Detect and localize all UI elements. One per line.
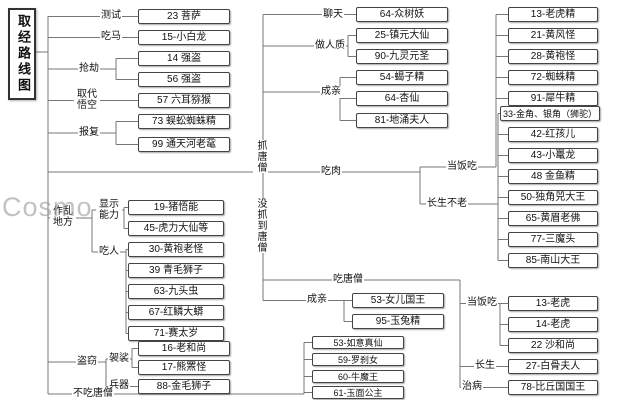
node-90[interactable]: 90-九灵元圣 <box>356 49 448 64</box>
label-chat: 聊天 <box>322 9 344 21</box>
node-14[interactable]: 14 强盗 <box>138 51 230 66</box>
node-64b[interactable]: 64-杏仙 <box>356 91 448 106</box>
label-caught-tang: 抓唐僧 <box>253 140 268 173</box>
node-16[interactable]: 16-老和尚 <box>138 341 230 356</box>
node-33[interactable]: 33-金角、银角（狮驼） <box>500 106 600 121</box>
node-60[interactable]: 60-牛魔王 <box>312 370 404 383</box>
label-theft: 盗窃 <box>76 356 98 368</box>
node-73[interactable]: 73 蜈蚣蜘蛛精 <box>138 114 230 129</box>
node-67[interactable]: 67-红鳞大蟒 <box>128 305 224 320</box>
node-21[interactable]: 21-黄风怪 <box>508 28 598 43</box>
node-39[interactable]: 39 青毛狮子 <box>128 263 224 278</box>
node-27[interactable]: 27-白骨夫人 <box>508 359 598 374</box>
node-22[interactable]: 22 沙和尚 <box>508 338 598 353</box>
node-30[interactable]: 30-黄袍老怪 <box>128 242 224 257</box>
node-15[interactable]: 15-小白龙 <box>138 30 230 45</box>
node-78[interactable]: 78-比丘国国王 <box>508 380 598 395</box>
label-as-food-bottom: 当饭吃 <box>466 297 498 309</box>
label-cassock: 袈裟 <box>108 353 130 365</box>
label-immortality: 长生不老 <box>426 198 468 210</box>
node-53a[interactable]: 53-女儿国王 <box>352 293 444 308</box>
node-64a[interactable]: 64-众树妖 <box>356 7 448 22</box>
node-95[interactable]: 95-玉兔精 <box>352 314 444 329</box>
node-72[interactable]: 72-蜘蛛精 <box>508 70 598 85</box>
label-test: 测试 <box>100 10 122 22</box>
node-17[interactable]: 17-熊罴怪 <box>138 360 230 375</box>
node-56[interactable]: 56 强盗 <box>138 72 230 87</box>
label-eat-tang: 吃唐僧 <box>332 274 364 286</box>
watermark: Cosmo <box>2 192 93 222</box>
node-85[interactable]: 85-南山大王 <box>508 253 598 268</box>
node-23[interactable]: 23 菩萨 <box>138 9 230 24</box>
label-as-food-top: 当饭吃 <box>446 161 478 173</box>
node-88[interactable]: 88-金毛狮子 <box>138 379 230 394</box>
node-63[interactable]: 63-九头虫 <box>128 284 224 299</box>
node-43[interactable]: 43-小鼍龙 <box>508 148 598 163</box>
label-marry-bottom: 成亲 <box>306 294 328 306</box>
label-revenge: 报复 <box>78 127 100 139</box>
label-not-eat-tang: 不吃唐僧 <box>72 388 114 400</box>
label-cure-illness: 治病 <box>461 381 483 393</box>
node-77[interactable]: 77-三魔头 <box>508 232 598 247</box>
node-14b[interactable]: 14-老虎 <box>508 317 598 332</box>
label-replace-wukong: 取代悟空 <box>74 89 100 111</box>
node-61[interactable]: 61-玉面公主 <box>312 386 404 399</box>
label-eat-horse: 吃马 <box>100 31 122 43</box>
label-marry-top: 成亲 <box>320 86 342 98</box>
node-53b[interactable]: 53-如意真仙 <box>312 336 404 349</box>
label-eat-meat: 吃肉 <box>320 166 342 178</box>
node-13b[interactable]: 13-老虎 <box>508 296 598 311</box>
node-91[interactable]: 91-犀牛精 <box>508 91 598 106</box>
node-71[interactable]: 71-赛太岁 <box>128 326 224 341</box>
node-54[interactable]: 54-蝎子精 <box>356 70 448 85</box>
label-hostage: 做人质 <box>314 40 346 52</box>
node-42[interactable]: 42-红孩儿 <box>508 127 598 142</box>
label-show-power: 显示能力 <box>96 199 122 221</box>
node-48[interactable]: 48 金鱼精 <box>508 169 598 184</box>
node-19[interactable]: 19-猪悟能 <box>128 200 224 215</box>
node-59[interactable]: 59-罗刹女 <box>312 353 404 366</box>
node-57[interactable]: 57 六耳猕猴 <box>138 93 230 108</box>
node-25[interactable]: 25-镇元大仙 <box>356 28 448 43</box>
node-28[interactable]: 28-黄袍怪 <box>508 49 598 64</box>
node-13a[interactable]: 13-老虎精 <box>508 7 598 22</box>
label-eat-people: 吃人 <box>98 246 120 258</box>
label-not-caught: 没抓到唐僧 <box>253 198 268 253</box>
label-rob: 抢劫 <box>78 63 100 75</box>
page-title: 取经路线图 <box>8 8 36 100</box>
node-50[interactable]: 50-独角兕大王 <box>508 190 598 205</box>
node-45[interactable]: 45-虎力大仙等 <box>128 221 224 236</box>
node-81[interactable]: 81-地涌夫人 <box>356 113 448 128</box>
label-longevity: 长生 <box>474 360 496 372</box>
node-65[interactable]: 65-黄眉老佛 <box>508 211 598 226</box>
node-99[interactable]: 99 通天河老鼋 <box>138 137 230 152</box>
